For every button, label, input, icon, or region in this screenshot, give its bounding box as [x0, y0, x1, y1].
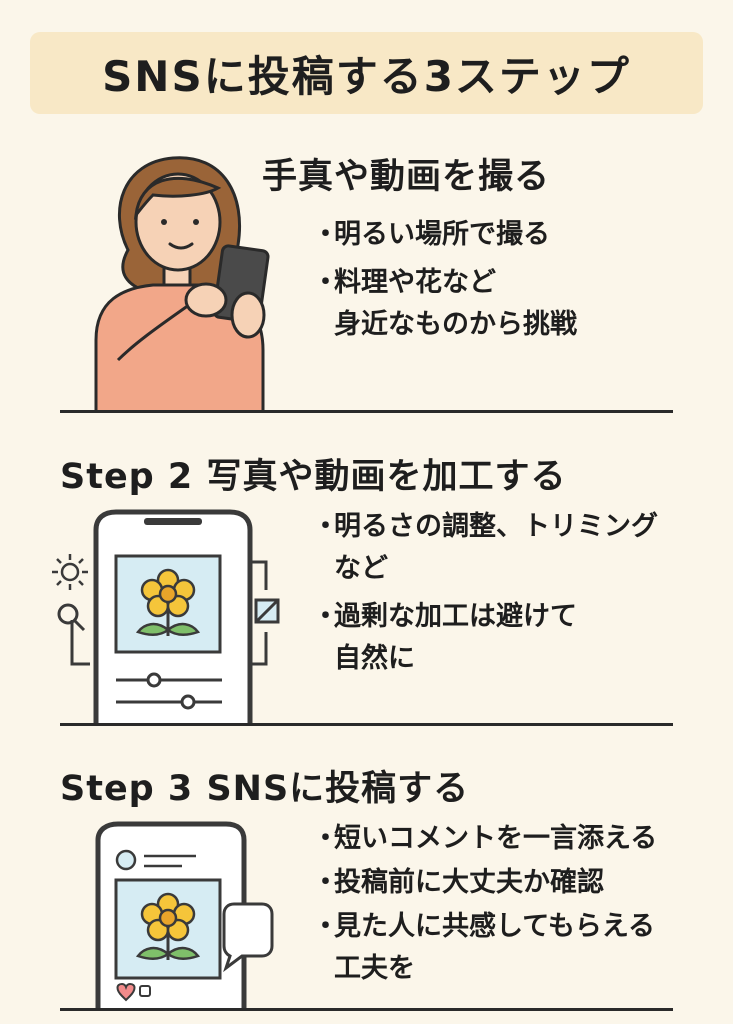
sun-icon: [52, 554, 88, 590]
list-item: ・ 過剰な加工は避けて 自然に: [312, 601, 577, 674]
comment-icon: [139, 985, 151, 997]
step-1-heading: 手真や動画を撮る: [262, 157, 551, 197]
list-item: ・ 投稿前に大丈夫か確認: [312, 867, 604, 898]
search-icon: [57, 603, 86, 632]
heart-icon: [116, 982, 136, 1002]
divider: [60, 410, 673, 413]
page-title: SNSに投稿する3ステップ: [102, 51, 631, 101]
woman-with-phone-illustration: [94, 156, 270, 412]
flower-icon: [135, 568, 201, 636]
list-item: ・ 料理や花など 身近なものから挑戦: [312, 267, 577, 340]
step-2-heading: Step 2 写真や動画を加工する: [60, 457, 567, 497]
step-1-bullets: ・ 明るい場所で撮る ・ 料理や花など 身近なものから挑戦: [312, 214, 577, 352]
crop-icon: [254, 598, 280, 624]
step-3-heading: Step 3 SNSに投稿する: [60, 769, 470, 809]
divider: [60, 1008, 673, 1011]
list-item: ・ 短いコメントを一言添える: [312, 823, 658, 854]
phone-edit-illustration: [52, 509, 280, 724]
step-2-bullets: ・ 明るさの調整、トリミング など ・ 過剰な加工は避けて 自然に: [312, 506, 658, 686]
phone-post-illustration: [95, 821, 274, 1010]
list-item: ・ 明るさの調整、トリミング など: [312, 511, 658, 584]
list-item: ・ 明るい場所で撮る: [312, 219, 550, 250]
slider-icon: [116, 672, 222, 710]
chat-bubble-icon: [222, 902, 274, 973]
divider: [60, 723, 673, 726]
flower-icon: [135, 892, 201, 960]
step-3-bullets: ・ 短いコメントを一言添える ・ 投稿前に大丈夫か確認 ・ 見た人に共感してもら…: [312, 818, 657, 996]
list-item: ・ 見た人に共感してもらえる 工夫を: [312, 911, 656, 984]
title-banner: SNSに投稿する3ステップ: [30, 32, 703, 114]
